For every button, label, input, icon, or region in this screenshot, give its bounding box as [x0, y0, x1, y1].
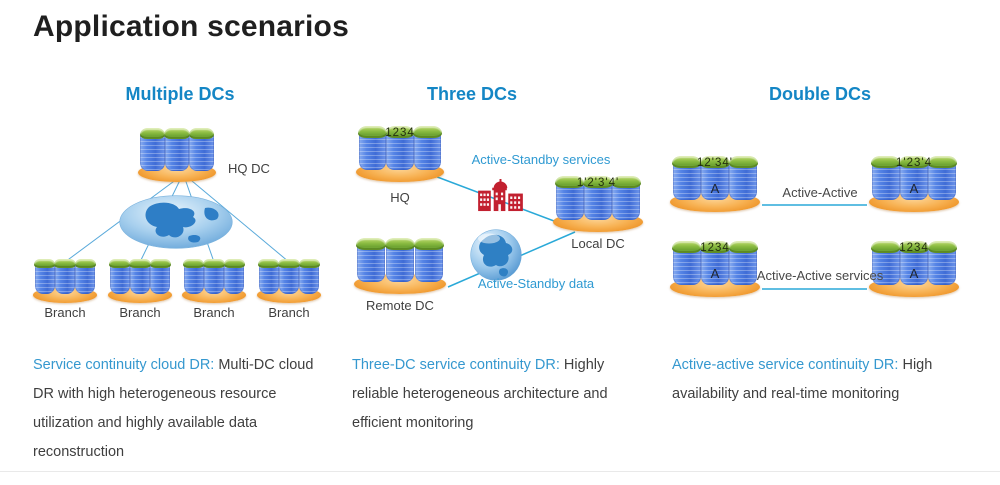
active-letter-tag: A [909, 180, 919, 196]
server-cylinder [129, 258, 151, 294]
server-cylinder [611, 175, 641, 221]
data-set-tag: 1'23'4 [896, 156, 932, 169]
branch-dc-cluster [108, 258, 172, 303]
data-set-tag: 1234 [899, 241, 929, 254]
branch-dc-cluster [257, 258, 321, 303]
branch-dc-cluster [182, 258, 246, 303]
server-cylinder [278, 258, 300, 294]
server-cylinder [700, 155, 730, 201]
server-cylinder [728, 155, 758, 201]
server-cylinder [149, 258, 171, 294]
branch-label: Branch [44, 305, 86, 320]
description-highlight: Active-active service continuity DR: [672, 356, 899, 373]
server-cylinder [899, 240, 929, 286]
server-cylinder [203, 258, 225, 294]
local-dc-label: Local DC [571, 236, 625, 251]
active-dc-cluster-top-left: 12'34' A [670, 155, 760, 212]
globe-network-icon [119, 195, 233, 249]
active-dc-cluster-bottom-left: 1234 A [670, 240, 760, 297]
server-cylinder [927, 155, 957, 201]
server-cylinder [583, 175, 613, 221]
data-set-tag: 1234 [700, 241, 730, 254]
bottom-divider [0, 471, 1000, 472]
hq-dc-label: HQ DC [228, 161, 270, 176]
hq-label: HQ [390, 190, 410, 205]
double-dcs-description: Active-active service continuity DR: Hig… [672, 351, 978, 409]
remote-dc-cluster [354, 237, 446, 294]
active-active-label: Active-Active [782, 185, 858, 200]
globe-icon [470, 229, 522, 281]
server-cylinder [34, 258, 56, 294]
data-set-tag: 12'34' [697, 156, 733, 169]
active-standby-data-label: Active-Standby data [477, 276, 595, 291]
description-highlight: Service continuity cloud DR: [33, 356, 215, 373]
server-cylinder [413, 125, 443, 171]
branch-label: Branch [268, 305, 310, 320]
server-cylinder [700, 240, 730, 286]
server-cylinder [355, 237, 386, 283]
data-set-tag: 1'2'3'4' [576, 176, 620, 189]
server-cylinder [223, 258, 245, 294]
active-active-services-label: Active-Active services [756, 268, 884, 283]
server-cylinder [385, 125, 415, 171]
multiple-dcs-description: Service continuity cloud DR: Multi-DC cl… [33, 351, 331, 467]
hq-cluster: 1234 [356, 125, 444, 182]
server-cylinder [870, 155, 901, 201]
active-letter-tag: A [909, 265, 919, 281]
active-letter-tag: A [710, 180, 720, 196]
server-cylinder [74, 258, 96, 294]
active-dc-cluster-bottom-right: 1234 A [869, 240, 959, 297]
three-dcs-description: Three-DC service continuity DR: Highly r… [352, 351, 650, 438]
data-set-tag: 1234 [385, 126, 415, 139]
server-cylinder [139, 127, 166, 171]
branch-label: Branch [119, 305, 161, 320]
heading-multiple-dcs: Multiple DCs [125, 84, 235, 104]
active-standby-services-label: Active-Standby services [471, 152, 611, 167]
server-cylinder [54, 258, 76, 294]
server-cylinder [109, 258, 131, 294]
server-cylinder [927, 240, 957, 286]
server-cylinder [413, 237, 444, 283]
server-cylinder [671, 155, 702, 201]
branch-dc-cluster [33, 258, 97, 303]
enterprise-building-icon [478, 178, 523, 212]
server-cylinder [899, 155, 929, 201]
server-cylinder [258, 258, 280, 294]
server-cylinder [384, 237, 415, 283]
server-cylinder [357, 125, 387, 171]
heading-double-dcs: Double DCs [768, 84, 871, 104]
server-cylinder [298, 258, 320, 294]
server-cylinder [183, 258, 205, 294]
description-body: High availability and real-time monitori… [672, 356, 933, 402]
remote-dc-label: Remote DC [366, 298, 434, 313]
description-body: Multi-DC cloud DR with high heterogeneou… [33, 356, 314, 460]
server-cylinder [554, 175, 585, 221]
server-cylinder [870, 240, 901, 286]
heading-three-dcs: Three DCs [426, 84, 518, 104]
page-title: Application scenarios [33, 10, 349, 43]
local-dc-cluster: 1'2'3'4' [553, 175, 643, 232]
active-letter-tag: A [710, 265, 720, 281]
server-cylinder [164, 127, 190, 171]
line-hq-branch4 [185, 175, 290, 263]
description-highlight: Three-DC service continuity DR: [352, 356, 560, 373]
hq-dc-cluster [138, 127, 216, 182]
server-cylinder [671, 240, 702, 286]
server-cylinder [188, 127, 215, 171]
branch-label: Branch [193, 305, 235, 320]
description-body: Highly reliable heterogeneous architectu… [352, 356, 608, 431]
server-cylinder [728, 240, 758, 286]
active-dc-cluster-top-right: 1'23'4 A [869, 155, 959, 212]
